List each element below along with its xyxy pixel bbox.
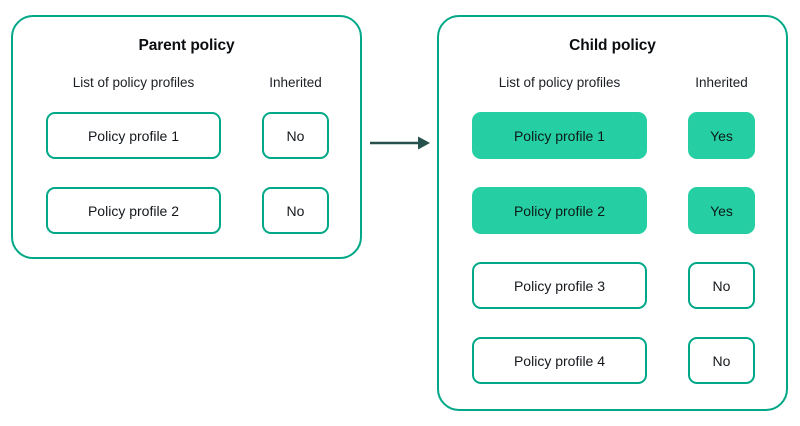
inherited-status-box[interactable]: Yes xyxy=(688,112,755,159)
panel-child-policy: Child policy List of policy profiles Inh… xyxy=(437,15,788,411)
policy-profile-box[interactable]: Policy profile 2 xyxy=(472,187,647,234)
policy-profile-box[interactable]: Policy profile 1 xyxy=(46,112,221,159)
policy-profile-box[interactable]: Policy profile 1 xyxy=(472,112,647,159)
policy-profile-box[interactable]: Policy profile 4 xyxy=(472,337,647,384)
inherited-status-box[interactable]: No xyxy=(688,262,755,309)
child-column-headers: List of policy profiles Inherited xyxy=(439,75,786,95)
table-row: Policy profile 3 No xyxy=(439,262,786,309)
parent-column-headers: List of policy profiles Inherited xyxy=(13,75,360,95)
policy-profile-box[interactable]: Policy profile 2 xyxy=(46,187,221,234)
table-row: Policy profile 1 No xyxy=(13,112,360,159)
inherited-status-box[interactable]: No xyxy=(262,187,329,234)
column-header-profiles: List of policy profiles xyxy=(498,75,621,90)
inherited-status-box[interactable]: No xyxy=(262,112,329,159)
panel-parent-policy: Parent policy List of policy profiles In… xyxy=(11,15,362,259)
inherited-status-box[interactable]: Yes xyxy=(688,187,755,234)
panel-child-title: Child policy xyxy=(569,37,656,54)
table-row: Policy profile 1 Yes xyxy=(439,112,786,159)
table-row: Policy profile 4 No xyxy=(439,337,786,384)
column-header-inherited: Inherited xyxy=(695,75,748,90)
column-header-inherited: Inherited xyxy=(269,75,322,90)
table-row: Policy profile 2 Yes xyxy=(439,187,786,234)
table-row: Policy profile 2 No xyxy=(13,187,360,234)
arrow-right-icon xyxy=(370,136,430,150)
inherited-status-box[interactable]: No xyxy=(688,337,755,384)
column-header-profiles: List of policy profiles xyxy=(72,75,195,90)
policy-profile-box[interactable]: Policy profile 3 xyxy=(472,262,647,309)
panel-parent-title: Parent policy xyxy=(138,37,235,54)
